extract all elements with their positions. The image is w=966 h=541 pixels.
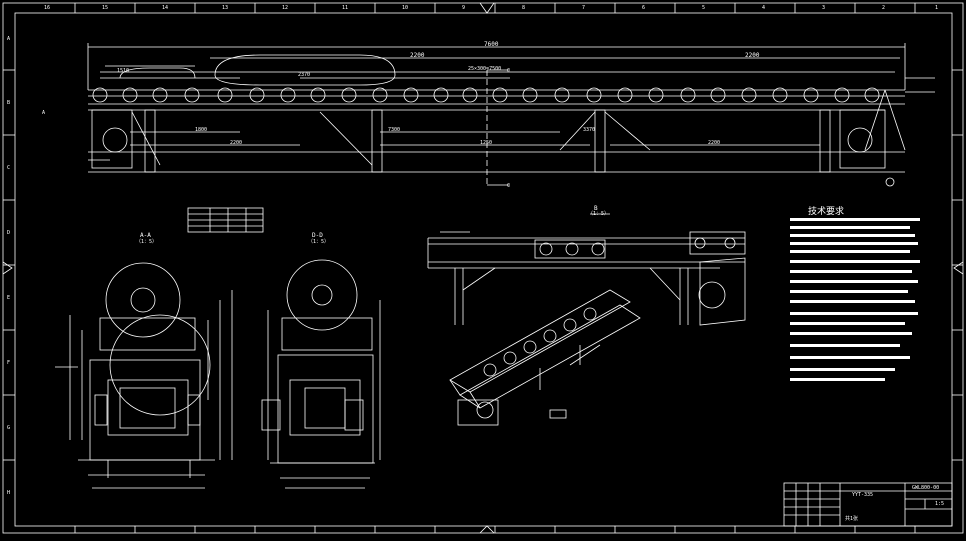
dim-left-small: 1510	[117, 68, 130, 74]
title-drawing-no: YYT-335	[852, 492, 874, 498]
border-col-4: 4	[762, 5, 766, 11]
section-b-view	[427, 213, 746, 326]
border-row-g: G	[7, 425, 11, 431]
dim-overall: 7600	[484, 41, 499, 48]
border-col-5: 5	[702, 5, 706, 11]
title-code: GWL800-00	[912, 485, 940, 491]
section-a-a-view	[55, 262, 233, 489]
border-col-7: 7	[582, 5, 586, 11]
title-block	[783, 482, 953, 527]
roller-row	[92, 87, 880, 103]
isometric-view	[449, 289, 641, 426]
dim-lower-a: 1800	[195, 127, 208, 133]
outer-frame	[2, 2, 964, 534]
border-row-b: B	[7, 100, 11, 106]
border-row-f: F	[7, 360, 11, 366]
border-col-14: 14	[162, 5, 169, 11]
border-col-2: 2	[882, 5, 886, 11]
dim-right-span: 2200	[745, 52, 760, 59]
dim-lower-d: 7300	[388, 127, 401, 133]
border-row-d: D	[7, 230, 11, 236]
title-sheet: 共1张	[845, 516, 859, 522]
inner-frame	[14, 12, 953, 527]
section-d-title: D-D	[312, 232, 323, 239]
section-a-title: A-A	[140, 232, 151, 239]
border-col-8: 8	[522, 5, 526, 11]
section-b-title: B	[594, 205, 598, 212]
border-col-10: 10	[402, 5, 409, 11]
section-mark-c-top: C	[507, 68, 511, 74]
border-col-12: 12	[282, 5, 289, 11]
border-col-3: 3	[822, 5, 826, 11]
dim-lower-b: 2200	[230, 140, 243, 146]
dim-lower-g: 2370	[298, 72, 311, 78]
section-mark-c-bottom: C	[507, 183, 511, 189]
tech-requirements-lines	[790, 218, 920, 381]
border-col-13: 13	[222, 5, 229, 11]
section-d-d-view	[261, 259, 381, 489]
section-d-scale: （1：5）	[308, 239, 330, 245]
main-elevation-view	[87, 43, 935, 187]
parts-table	[187, 207, 264, 233]
border-col-15: 15	[102, 5, 109, 11]
border-col-6: 6	[642, 5, 646, 11]
border-row-h: H	[7, 490, 11, 496]
section-a-scale: （1：5）	[136, 239, 158, 245]
tech-requirements-title: 技术要求	[808, 207, 845, 217]
view-tag-a: A	[42, 110, 46, 116]
dim-pitch-note: 25×300=7500	[468, 66, 502, 72]
border-col-1: 1	[935, 5, 939, 11]
dim-lower-c: 1250	[480, 140, 493, 146]
section-b-scale: （1：5）	[588, 211, 610, 217]
title-scale: 1:5	[935, 501, 945, 507]
dim-lower-e: 3370	[583, 127, 596, 133]
border-row-c: C	[7, 165, 11, 171]
dim-lower-f: 2200	[708, 140, 721, 146]
border-row-e: E	[7, 295, 11, 301]
border-row-a: A	[7, 36, 11, 42]
border-col-11: 11	[342, 5, 349, 11]
border-ticks	[2, 2, 964, 534]
border-col-16: 16	[44, 5, 51, 11]
border-col-9: 9	[462, 5, 466, 11]
dim-left-span: 2200	[410, 52, 425, 59]
